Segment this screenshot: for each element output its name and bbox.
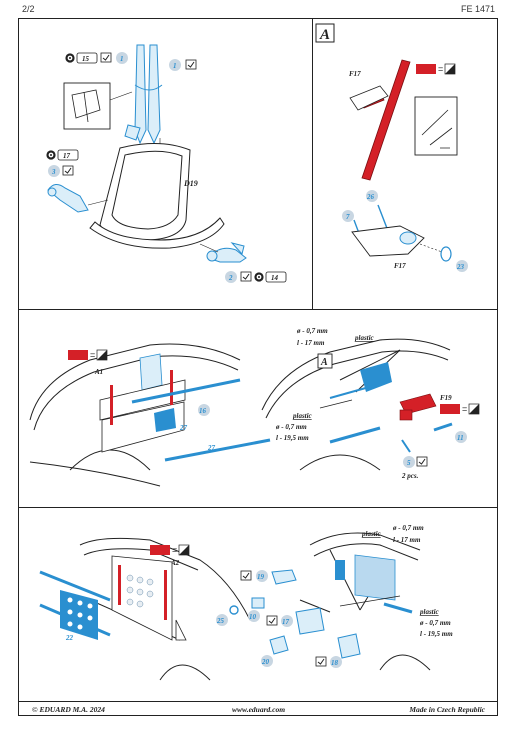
svg-text:plastic: plastic	[354, 334, 374, 342]
panel-top-left: 15 1 1 D19	[46, 44, 287, 283]
svg-text:25: 25	[216, 617, 225, 625]
svg-text:16: 16	[199, 407, 207, 415]
callout-1-right: 1	[169, 59, 197, 71]
stencil-callout-17: 17	[46, 149, 79, 161]
spec-top-bottom: plastic ø - 0,7 mm l - 17 mm	[361, 524, 424, 544]
svg-text:l - 19,5 mm: l - 19,5 mm	[276, 434, 309, 442]
red-part-f19	[399, 393, 437, 421]
spec-top-middle: ø - 0,7 mm l - 17 mm plastic	[296, 327, 374, 347]
part-27-b: 27	[207, 444, 216, 452]
part-5-pcs: 5 2 pcs.	[401, 456, 428, 480]
copyright: © EDUARD M.A. 2024	[32, 705, 105, 714]
seat-d19	[89, 142, 225, 249]
stencil-callout-15: 15 1	[65, 52, 128, 64]
svg-text:ø - 0,7 mm: ø - 0,7 mm	[275, 423, 307, 431]
svg-text:2 pcs.: 2 pcs.	[401, 472, 419, 480]
svg-text:26: 26	[366, 193, 375, 201]
label-f17-top: F17	[349, 70, 361, 78]
detail-inset-a	[414, 96, 458, 156]
svg-text:15: 15	[82, 55, 90, 63]
svg-text:11: 11	[457, 434, 464, 442]
part-7: 7	[342, 210, 354, 222]
svg-text:14: 14	[271, 274, 279, 282]
svg-text:1: 1	[173, 62, 177, 70]
part-20: 20	[261, 635, 289, 667]
part-11: 11	[455, 431, 467, 443]
panel-middle: A1 16 27 27 ø - 0,7 mm l - 17 mm plastic…	[29, 327, 480, 487]
paint-swatch-icon	[149, 544, 190, 556]
paint-swatch-icon	[415, 63, 456, 75]
svg-text:7: 7	[346, 213, 350, 221]
svg-text:3: 3	[51, 168, 56, 176]
divider-2	[18, 507, 498, 509]
label-f19: F19	[440, 394, 452, 402]
svg-text:10: 10	[249, 613, 257, 621]
part-25: 25	[216, 605, 239, 626]
part-10: 10	[248, 597, 265, 622]
svg-text:17: 17	[282, 618, 290, 626]
panel-bottom: A2 22 plastic ø - 0,7 mm	[39, 524, 453, 681]
website-link[interactable]: www.eduard.com	[232, 705, 286, 714]
callout-3: 3	[48, 165, 74, 177]
part-23: 23	[456, 260, 468, 272]
label-a1: A1	[94, 368, 103, 376]
part-17: 17	[266, 607, 325, 635]
belt-part-2	[206, 242, 247, 263]
panel-top-right: A F17 26 7 F17 23	[315, 23, 468, 272]
page-number: 2/2	[22, 4, 35, 14]
svg-text:2: 2	[228, 274, 233, 282]
part-22: 22	[65, 634, 74, 642]
svg-text:l - 17 mm: l - 17 mm	[393, 536, 421, 544]
svg-text:5: 5	[407, 459, 411, 467]
divider-vertical	[312, 18, 314, 310]
part-26: 26	[366, 190, 378, 202]
divider-1	[18, 309, 498, 311]
svg-text:18: 18	[331, 659, 339, 667]
spec-bottom-middle: plastic ø - 0,7 mm l - 19,5 mm	[275, 412, 312, 442]
svg-text:ø - 0,7 mm: ø - 0,7 mm	[296, 327, 328, 335]
detail-inset	[63, 82, 111, 130]
svg-text:l - 17 mm: l - 17 mm	[297, 339, 325, 347]
label-f17-bottom: F17	[394, 262, 406, 270]
section-letter-a-middle: A	[320, 357, 328, 368]
paint-swatch-icon	[439, 403, 480, 415]
part-27-a: 27	[179, 424, 188, 432]
part-19: 19	[240, 569, 297, 585]
svg-text:plastic: plastic	[419, 608, 439, 616]
svg-text:l - 19,5 mm: l - 19,5 mm	[420, 630, 453, 638]
seatbelts	[124, 44, 163, 145]
svg-text:1: 1	[120, 55, 124, 63]
paint-swatch-icon	[67, 349, 108, 361]
instruction-frame	[18, 18, 498, 716]
part-16-fill	[154, 408, 176, 432]
spec-bottom-bottom: plastic ø - 0,7 mm l - 19,5 mm	[419, 608, 453, 638]
made-in: Made in Czech Republic	[409, 705, 485, 714]
svg-text:plastic: plastic	[361, 530, 381, 538]
label-a2: A2	[170, 559, 180, 567]
red-lever	[359, 59, 411, 181]
svg-text:17: 17	[63, 152, 71, 160]
svg-text:ø - 0,7 mm: ø - 0,7 mm	[392, 524, 424, 532]
divider-footer	[18, 701, 498, 703]
part-18: 18	[315, 633, 361, 668]
svg-text:20: 20	[261, 658, 270, 666]
seat-label: D19	[183, 179, 198, 188]
product-code: FE 1471	[460, 4, 495, 14]
svg-text:plastic: plastic	[292, 412, 312, 420]
svg-text:23: 23	[456, 263, 465, 271]
callout-2: 2 14	[225, 271, 287, 283]
svg-text:19: 19	[257, 573, 265, 581]
part-16: 16	[198, 404, 210, 416]
belt-part-3	[47, 184, 89, 213]
section-letter-a: A	[319, 27, 330, 43]
svg-text:ø - 0,7 mm: ø - 0,7 mm	[419, 619, 451, 627]
